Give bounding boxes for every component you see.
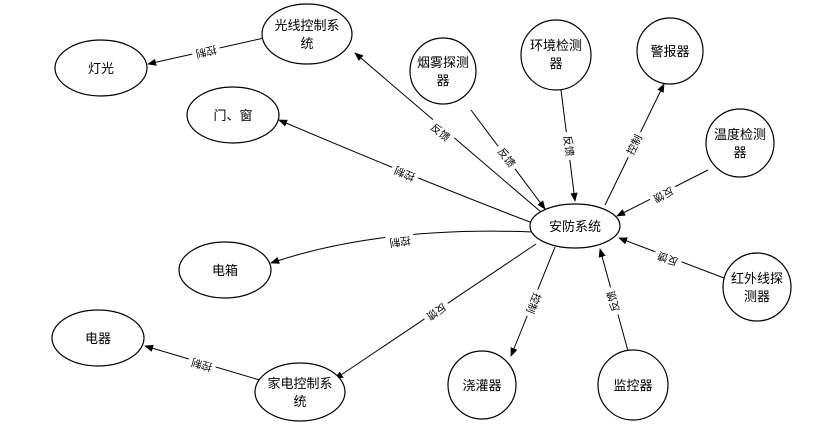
node-label-temp-line2: 器 (733, 146, 746, 161)
node-label-monitor: 监控器 (613, 379, 652, 394)
node-label-ir-line1: 红外线探 (731, 271, 783, 287)
nodes: 安防系统 光线控制系 统 灯光 门、窗 烟雾探测 器 环境检测 器 (51, 3, 792, 422)
node-alarm: 警报器 (636, 17, 704, 85)
edge-label-env-center: 反馈 (561, 135, 577, 158)
node-environment-detector: 环境检测 器 (520, 19, 592, 91)
node-label-light-ctrl-line1: 光线控制系 (274, 19, 339, 34)
node-label-alarm: 警报器 (650, 44, 689, 60)
node-infrared-detector: 红外线探 测器 (722, 252, 792, 322)
node-label-temp-line1: 温度检测 (714, 127, 766, 143)
node-label-smoke-line2: 器 (436, 74, 449, 89)
node-label-light-ctrl-line2: 统 (300, 37, 313, 52)
node-label-center: 安防系统 (549, 219, 601, 235)
node-label-box: 电箱 (212, 263, 238, 279)
node-label-smoke-line1: 烟雾探测 (417, 56, 469, 71)
node-label-env-line1: 环境检测 (530, 39, 582, 54)
node-label-home-ctrl-line1: 家电控制系 (267, 376, 332, 392)
node-home-appliance-control-system: 家电控制系 统 (254, 362, 346, 422)
node-electric-box: 电箱 (178, 241, 272, 299)
node-sprinkler: 浇灌器 (447, 350, 517, 420)
edge-label-center-box: 控制 (389, 234, 412, 250)
node-label-door: 门、窗 (213, 108, 252, 124)
node-label-ir-line2: 测器 (744, 290, 770, 305)
edge-label-home-ctrl-appliance: 控制 (190, 355, 214, 373)
edge-label-light-ctrl-light: 控制 (194, 43, 217, 60)
node-label-env-line2: 器 (549, 57, 562, 72)
node-center: 安防系统 (529, 203, 621, 249)
edge-label-monitor-center: 反馈 (604, 289, 622, 313)
node-label-home-ctrl-line2: 统 (293, 395, 306, 410)
node-light-control-system: 光线控制系 统 (261, 3, 353, 65)
node-label-appliance: 电器 (85, 332, 111, 347)
node-door-window: 门、窗 (186, 86, 280, 144)
node-appliance: 电器 (51, 309, 145, 367)
edge-labels: 控制 反馈 控制 反馈 反馈 控制 反馈 反馈 (186, 41, 684, 375)
node-label-sprinkler: 浇灌器 (462, 379, 501, 394)
node-smoke-detector: 烟雾探测 器 (409, 37, 477, 105)
node-temperature-detector: 温度检测 器 (705, 108, 775, 178)
node-light: 灯光 (54, 39, 148, 97)
node-monitor: 监控器 (597, 349, 669, 421)
node-label-light: 灯光 (88, 62, 114, 77)
